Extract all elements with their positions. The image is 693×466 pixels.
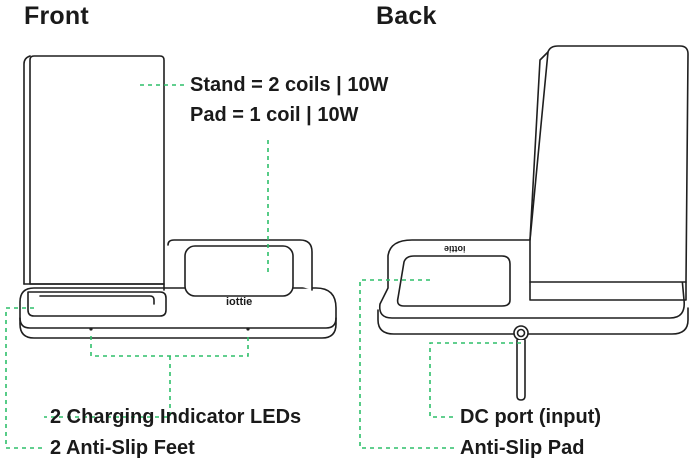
leds-label: 2 Charging Indicator LEDs	[50, 406, 302, 428]
back-view	[377, 45, 689, 401]
callout-dc	[429, 342, 521, 418]
back-base-side	[377, 307, 689, 335]
callout-leds	[44, 336, 249, 418]
anti-slip-pad-label: Anti-Slip Pad	[460, 437, 585, 459]
stand-spec-label: Stand = 2 coils | 10W	[190, 74, 389, 96]
callout-anti-slip-pad	[359, 279, 456, 449]
callout-lines	[5, 84, 521, 449]
back-charging-pad	[396, 255, 511, 307]
front-stand-ledge-inner	[39, 295, 155, 305]
front-brand-logo: iottie	[226, 296, 253, 308]
front-stand-edge	[23, 55, 31, 285]
back-brand-logo: iottie	[444, 244, 466, 254]
back-cable	[516, 339, 526, 401]
callout-feet	[5, 307, 44, 449]
back-stand-bottom	[529, 281, 687, 301]
dc-port-label: DC port (input)	[460, 406, 602, 428]
front-stand-foot	[23, 283, 165, 291]
front-led-left	[89, 327, 93, 331]
front-charging-pad	[184, 245, 294, 297]
back-stand-side	[529, 51, 549, 241]
front-stand-panel	[29, 55, 165, 285]
front-heading: Front	[24, 2, 89, 30]
back-heading: Back	[376, 2, 437, 30]
front-base-side	[19, 317, 337, 339]
pad-spec-label: Pad = 1 coil | 10W	[190, 104, 359, 126]
back-stand-panel	[529, 45, 689, 283]
front-stand-ledge-top	[27, 291, 167, 317]
front-view	[19, 55, 337, 339]
front-led-right	[246, 327, 250, 331]
feet-label: 2 Anti-Slip Feet	[50, 437, 195, 459]
